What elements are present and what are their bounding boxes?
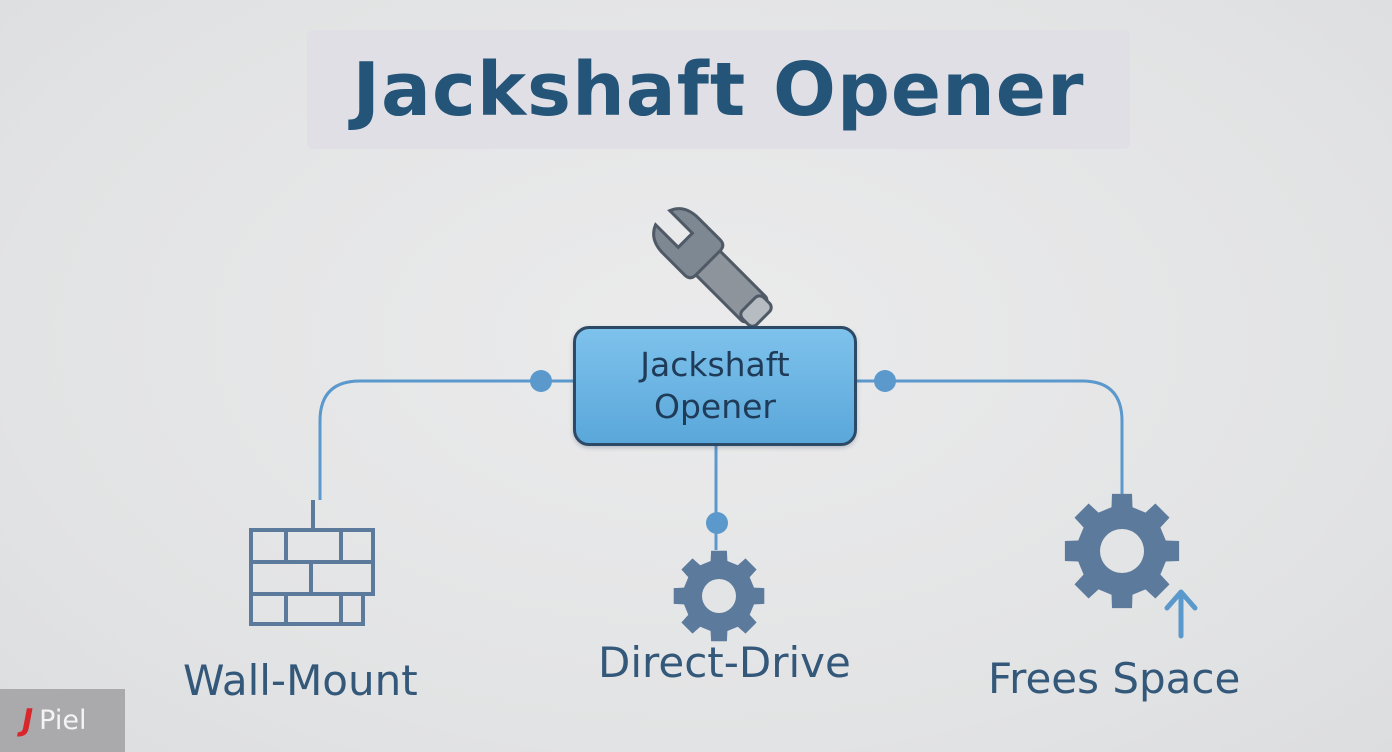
- watermark-text: Piel: [39, 705, 87, 736]
- gear-hole: [1100, 529, 1144, 573]
- gear-up-arrow-icon: [1064, 493, 1198, 639]
- page-title: Jackshaft Opener: [352, 46, 1085, 133]
- brick-wall-icon: [249, 500, 375, 626]
- branch-label-direct-drive: Direct-Drive: [598, 638, 851, 687]
- connector-dot-right: [874, 370, 896, 392]
- arrow-up-icon: [1164, 589, 1198, 639]
- connector-dot-bottom: [706, 512, 728, 534]
- wrench-icon: [652, 207, 773, 328]
- watermark-badge: J Piel: [0, 689, 125, 752]
- title-banner: Jackshaft Opener: [307, 30, 1130, 149]
- center-node-label-line2: Opener: [653, 387, 776, 426]
- watermark-logo-mark: J: [22, 703, 34, 738]
- gear-hole: [702, 579, 736, 613]
- connector-dot-left: [530, 370, 552, 392]
- center-node-jackshaft-opener: Jackshaft Opener: [573, 326, 857, 446]
- gear-icon: [673, 550, 765, 642]
- branch-label-wall-mount: Wall-Mount: [183, 656, 418, 705]
- connector-right: [857, 379, 1124, 498]
- connector-left: [318, 379, 573, 500]
- center-node-label-line1: Jackshaft: [640, 345, 790, 384]
- branch-label-frees-space: Frees Space: [988, 654, 1241, 703]
